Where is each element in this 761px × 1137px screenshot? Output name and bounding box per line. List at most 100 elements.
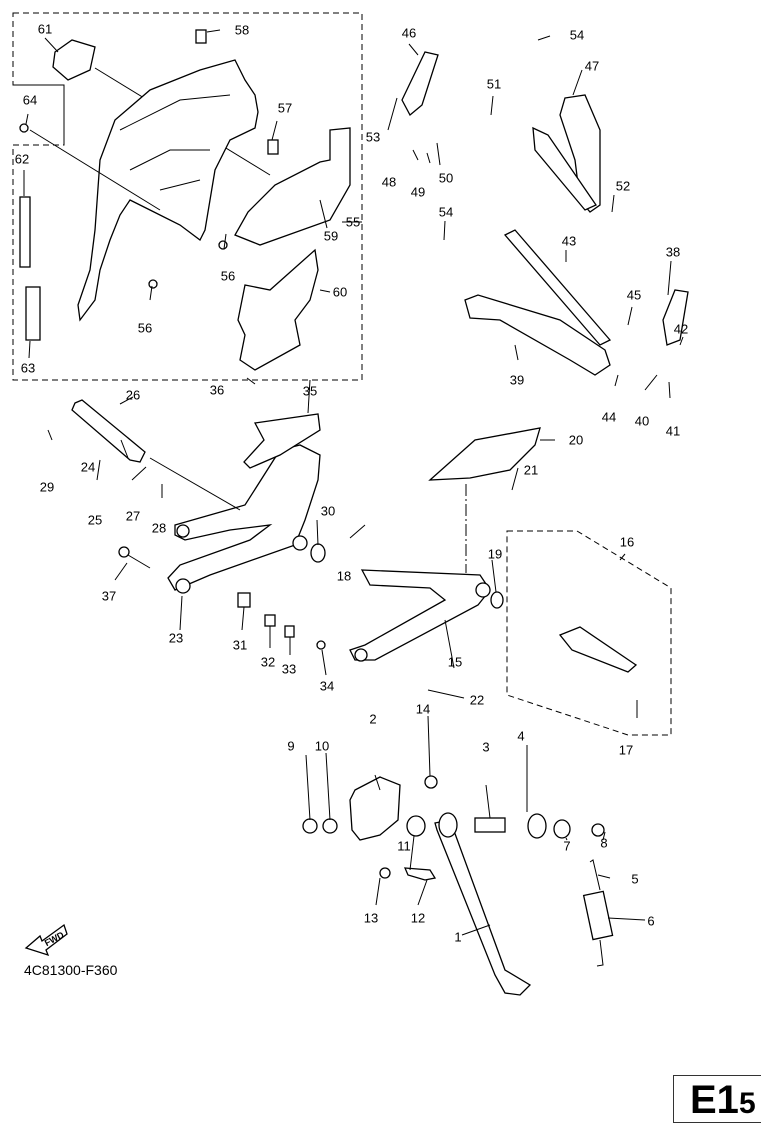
callout-34: 34 [319,678,335,694]
callout-13: 13 [363,910,379,926]
group-55-outline [12,12,363,381]
pivot-hole [175,578,191,594]
callout-8: 8 [600,835,608,851]
callout-40: 40 [634,413,650,429]
part-64-bolt [19,123,29,133]
fwd-arrow-icon: FWD [24,923,68,957]
part-57-nut [267,139,279,155]
callout-42: 42 [673,321,689,337]
callout-62: 62 [14,151,30,167]
part-16-footrest [558,626,638,673]
part-35-heel-guard [243,413,321,469]
callout-44: 44 [601,409,617,425]
part-61-damper [52,39,96,81]
callout-38: 38 [665,244,681,260]
page-label-main: E1 [690,1078,739,1122]
callout-30: 30 [320,503,336,519]
callout-21: 21 [523,462,539,478]
part-13-bolt [379,867,391,879]
callout-53: 53 [365,129,381,145]
callout-50: 50 [438,170,454,186]
part-4-cam [527,813,547,839]
callout-54-top: 54 [569,27,585,43]
callout-16: 16 [619,534,635,550]
callout-4: 4 [517,728,525,744]
page-label-suffix: 5 [738,1087,756,1120]
callout-54-rear: 54 [438,204,454,220]
part-6-spring-cover [582,890,614,941]
callout-18: 18 [336,568,352,584]
guide-64 [29,129,161,211]
page-label-box: E15 [673,1075,761,1123]
callout-22: 22 [469,692,485,708]
part-62-damper [19,196,31,268]
part-7-washer [553,819,571,839]
part-11-washer [406,815,426,837]
part-38-rear-footrest [662,289,689,346]
callout-47: 47 [584,58,600,74]
callout-56-lower: 56 [137,320,153,336]
part-1-sidestand [434,819,532,996]
leader-lines [25,29,684,936]
pivot-hole [292,535,308,551]
callout-15: 15 [447,654,463,670]
part-56-nut-b [148,279,158,289]
pivot-hole [176,524,190,538]
panel-detail [119,94,231,191]
callout-1: 1 [454,929,462,945]
part-3-bolt [474,817,506,833]
callout-10: 10 [314,738,330,754]
callout-20: 20 [568,432,584,448]
callout-33: 33 [281,661,297,677]
guide-24 [149,457,241,511]
group-64-outline [13,84,65,145]
callout-58: 58 [234,22,250,38]
callout-29: 29 [39,479,55,495]
callout-23: 23 [168,630,184,646]
sidestand-pivot [438,812,458,838]
callout-28: 28 [151,520,167,536]
part-2-bracket [349,776,401,841]
part-60-insulator [237,248,319,371]
part-14-bolt [424,775,438,789]
callout-61: 61 [37,21,53,37]
callout-43: 43 [561,233,577,249]
bolt-37-shank [127,554,151,569]
callout-19: 19 [487,546,503,562]
part-33-collar [284,625,295,638]
callout-5: 5 [631,871,639,887]
part-8-bolt [591,823,605,837]
callout-52: 52 [615,178,631,194]
callout-39: 39 [509,372,525,388]
pivot-hole [475,582,491,598]
part-23-footrest-bracket [167,444,321,591]
callout-3: 3 [482,739,490,755]
callout-45: 45 [626,287,642,303]
callout-9: 9 [287,738,295,754]
callout-36: 36 [209,382,225,398]
part-58-nut [195,29,207,44]
callout-17: 17 [618,742,634,758]
callout-32: 32 [260,654,276,670]
part-59-insulator [234,127,351,246]
part-34-screw [316,640,326,650]
callout-56-upper: 56 [220,268,236,284]
leader-59 [319,199,328,229]
callout-25: 25 [87,512,103,528]
callout-31: 31 [232,637,248,653]
pivot-hole [354,648,368,662]
callout-51: 51 [486,76,502,92]
part-19-washer [490,591,504,609]
callout-12: 12 [410,910,426,926]
callout-37: 37 [101,588,117,604]
callout-46: 46 [401,25,417,41]
callout-24: 24 [80,459,96,475]
callout-41: 41 [665,423,681,439]
diagram-code: 4C81300-F360 [24,962,118,978]
part-63-damper [25,286,41,341]
page-label: E15 [690,1078,756,1122]
part-32-nut [264,614,276,627]
callout-26: 26 [125,387,141,403]
callout-63: 63 [20,360,36,376]
